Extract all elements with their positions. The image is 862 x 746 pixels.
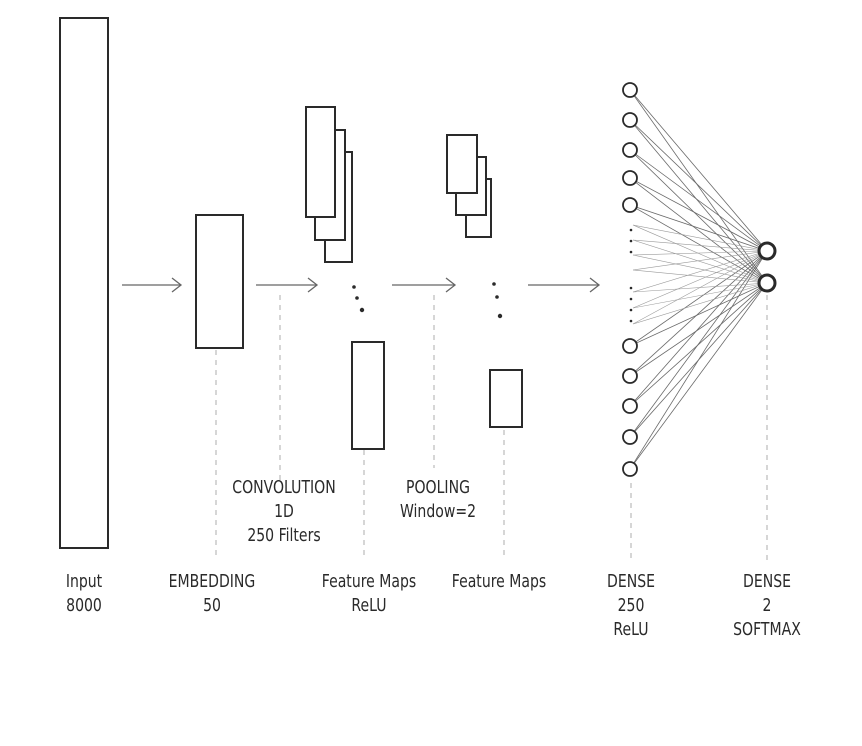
arrow-conv-to-pooling: [392, 277, 457, 293]
label-convolution-dim: 1D: [274, 501, 294, 522]
dense-connection-line: [632, 224, 768, 252]
dense-hidden-neuron: [622, 429, 638, 445]
dense-connection-line: [629, 250, 768, 347]
label-dense-hidden-size: 250: [617, 595, 645, 616]
label-feature-maps-conv-name: Feature Maps: [321, 571, 417, 592]
dense-connection-line: [629, 149, 768, 252]
label-input-name: Input: [65, 571, 103, 592]
dense-connection-line: [629, 177, 768, 252]
dense-hidden-neuron: [622, 112, 638, 128]
dense-hidden-neuron: [622, 398, 638, 414]
dense-connection-line: [629, 177, 768, 284]
label-convolution: CONVOLUTION 1D 250 Filters: [229, 476, 338, 548]
embedding-layer-box: [195, 214, 244, 349]
dense-connections: [629, 89, 768, 470]
dense-output-neuron: [757, 241, 777, 261]
label-feature-maps-pool: Feature Maps: [448, 570, 549, 594]
dense-connection-line: [632, 282, 768, 325]
label-feature-maps-pool-name: Feature Maps: [451, 571, 547, 592]
label-embedding: EMBEDDING 50: [165, 570, 259, 618]
dense-connection-line: [629, 282, 768, 470]
dense-connection-line: [629, 89, 768, 284]
dense-connection-line: [629, 119, 768, 252]
dense-output-neurons: [757, 241, 777, 293]
dense-connection-line: [632, 250, 768, 325]
dense-hidden-neurons: [622, 82, 638, 477]
label-dense-output-size: 2: [762, 595, 772, 616]
dense-connection-line: [632, 282, 768, 309]
dense-hidden-neuron: [622, 82, 638, 98]
dense-hidden-neuron: [622, 338, 638, 354]
dense-connection-line: [629, 282, 768, 377]
label-dense-output: DENSE 2 SOFTMAX: [732, 570, 802, 642]
conv-feature-maps-stack: [305, 106, 353, 263]
dense-connection-line: [632, 250, 768, 256]
dense-connection-line: [629, 250, 768, 377]
dense-connection-line: [629, 250, 768, 438]
label-dense-hidden-name: DENSE: [607, 571, 655, 592]
label-dense-hidden-activation: ReLU: [613, 619, 649, 640]
arrow-embedding-to-conv: [256, 277, 319, 293]
label-pooling-window: Window=2: [399, 501, 477, 522]
dense-connection-line: [632, 269, 768, 284]
label-pooling: POOLING Window=2: [395, 476, 481, 524]
dense-connection-line: [629, 204, 768, 284]
dense-hidden-neuron: [622, 142, 638, 158]
dense-hidden-ellipsis: [629, 228, 633, 323]
conv-feature-map-last: [351, 341, 385, 450]
dense-connection-line: [632, 239, 768, 284]
arrow-input-to-embedding: [122, 277, 183, 293]
dashed-guides: [215, 295, 768, 560]
dense-hidden-neuron: [622, 461, 638, 477]
label-embedding-name: EMBEDDING: [168, 571, 256, 592]
pool-feature-maps-stack: [446, 134, 492, 238]
dense-connection-line: [632, 224, 768, 284]
dense-connection-line: [632, 250, 768, 271]
label-pooling-name: POOLING: [406, 477, 470, 498]
dense-connection-line: [632, 250, 768, 293]
label-dense-hidden: DENSE 250 ReLU: [604, 570, 659, 642]
dense-connection-line: [632, 254, 768, 284]
dense-connection-line: [629, 89, 768, 252]
dense-connection-line: [632, 250, 768, 309]
dense-connection-line: [629, 250, 768, 407]
pool-feature-map-last: [489, 369, 523, 428]
input-layer-box: [59, 17, 109, 549]
dense-connection-line: [629, 204, 768, 252]
arrow-pooling-to-dense: [528, 277, 601, 293]
pool-feature-maps-ellipsis: [492, 282, 503, 319]
label-feature-maps-conv-activation: ReLU: [351, 595, 387, 616]
dense-connection-line: [632, 239, 768, 252]
label-convolution-filters: 250 Filters: [247, 525, 321, 546]
label-convolution-name: CONVOLUTION: [232, 477, 336, 498]
dense-connection-line: [629, 250, 768, 470]
dense-hidden-neuron: [622, 170, 638, 186]
dense-hidden-neuron: [622, 368, 638, 384]
conv-feature-maps-ellipsis: [352, 285, 365, 313]
dense-hidden-neuron: [622, 197, 638, 213]
label-input: Input 8000: [53, 570, 115, 618]
label-feature-maps-conv: Feature Maps ReLU: [318, 570, 419, 618]
dense-output-neuron: [757, 273, 777, 293]
dense-connection-line: [629, 282, 768, 347]
label-embedding-size: 50: [203, 595, 221, 616]
label-dense-output-activation: SOFTMAX: [733, 619, 801, 640]
label-dense-output-name: DENSE: [743, 571, 791, 592]
dense-connection-line: [629, 119, 768, 284]
label-input-size: 8000: [66, 595, 102, 616]
